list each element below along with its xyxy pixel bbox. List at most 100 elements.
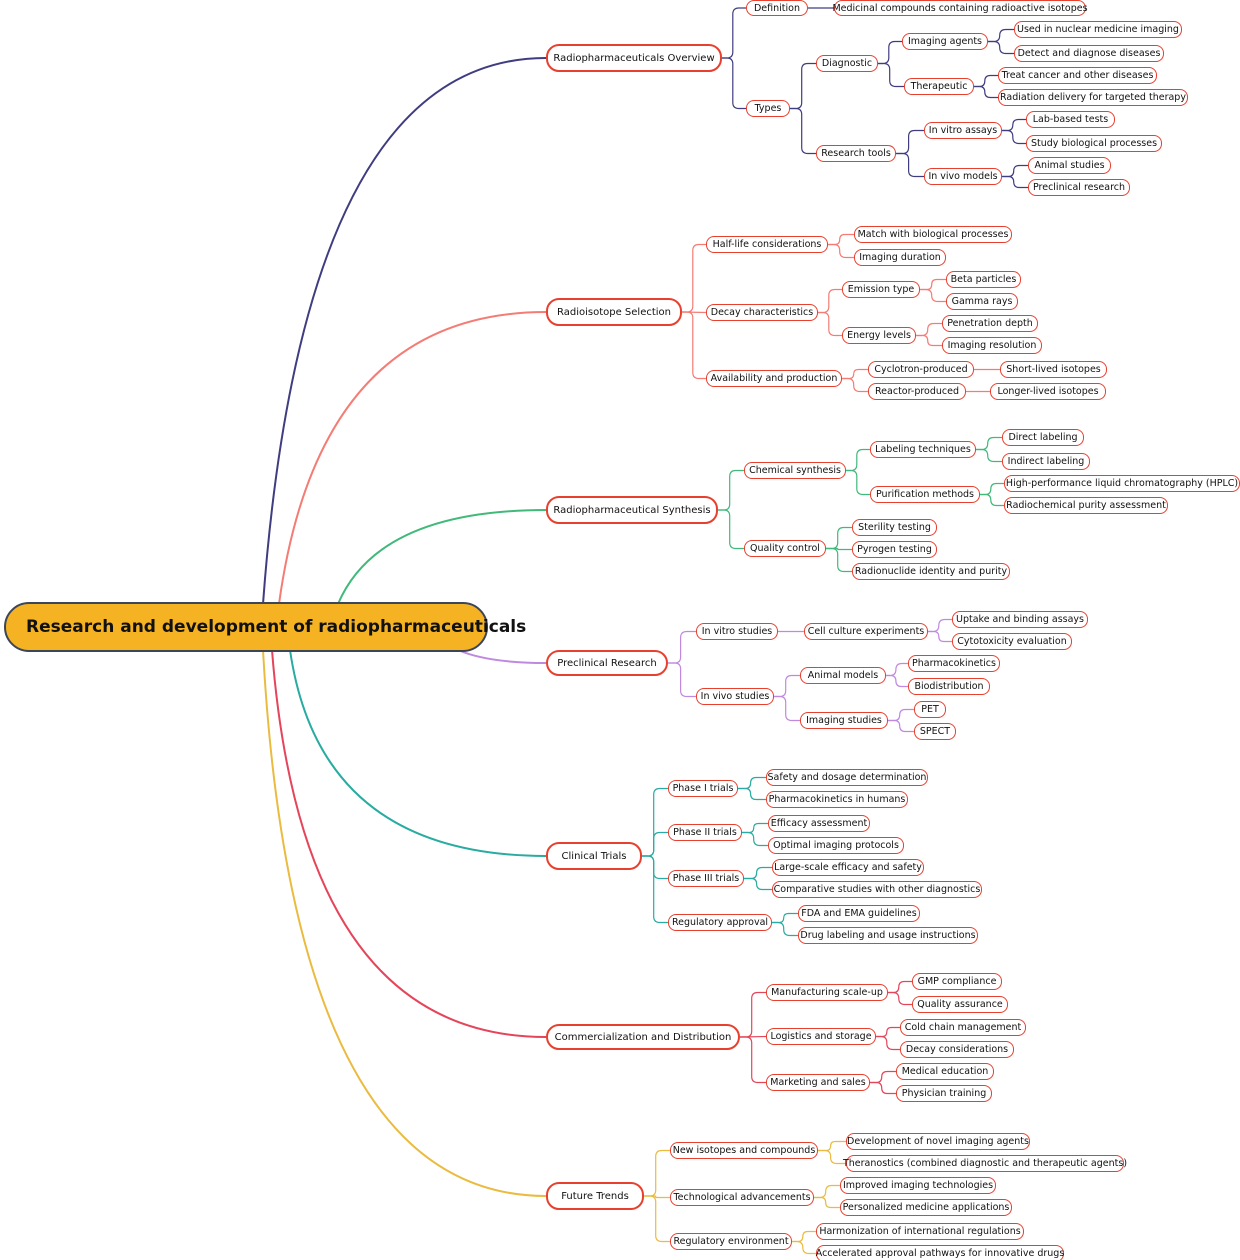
- node-drug-labeling-and-usage-instructions[interactable]: Drug labeling and usage instructions: [798, 927, 978, 944]
- node-radiochemical-purity-assessment[interactable]: Radiochemical purity assessment: [1004, 497, 1168, 514]
- node-radionuclide-identity-and-purity[interactable]: Radionuclide identity and purity: [852, 563, 1010, 580]
- node-manufacturing-scale-up[interactable]: Manufacturing scale-up: [766, 984, 888, 1001]
- node-high-performance-liquid-chromatography-hplc[interactable]: High-performance liquid chromatography (…: [1004, 475, 1240, 492]
- node-future-trends[interactable]: Future Trends: [546, 1182, 644, 1210]
- connector-regulatory-environment: [644, 1195, 670, 1243]
- node-research-tools[interactable]: Research tools: [816, 145, 896, 162]
- node-types[interactable]: Types: [746, 100, 790, 117]
- node-imaging-resolution[interactable]: Imaging resolution: [942, 337, 1042, 354]
- node-cell-culture-experiments[interactable]: Cell culture experiments: [804, 623, 928, 640]
- node-clinical-trials[interactable]: Clinical Trials: [546, 842, 642, 870]
- node-animal-models[interactable]: Animal models: [800, 667, 886, 684]
- node-lab-based-tests[interactable]: Lab-based tests: [1026, 111, 1115, 128]
- node-gamma-rays[interactable]: Gamma rays: [946, 293, 1018, 310]
- node-medicinal-compounds-containing-radioactive-isoto[interactable]: Medicinal compounds containing radioacti…: [832, 0, 1088, 16]
- node-imaging-agents[interactable]: Imaging agents: [902, 33, 988, 50]
- central-topic[interactable]: Research and development of radiopharmac…: [4, 602, 526, 652]
- node-study-biological-processes[interactable]: Study biological processes: [1026, 135, 1162, 152]
- connector-penetration-depth: [916, 322, 942, 337]
- node-pharmacokinetics[interactable]: Pharmacokinetics: [908, 655, 1000, 672]
- node-radiopharmaceutical-synthesis[interactable]: Radiopharmaceutical Synthesis: [546, 496, 718, 524]
- node-cold-chain-management[interactable]: Cold chain management: [900, 1019, 1026, 1036]
- node-personalized-medicine-applications[interactable]: Personalized medicine applications: [840, 1199, 1012, 1216]
- node-safety-and-dosage-determination[interactable]: Safety and dosage determination: [766, 769, 928, 786]
- node-optimal-imaging-protocols[interactable]: Optimal imaging protocols: [768, 837, 904, 854]
- node-detect-and-diagnose-diseases[interactable]: Detect and diagnose diseases: [1014, 45, 1164, 62]
- node-imaging-studies[interactable]: Imaging studies: [800, 712, 888, 729]
- node-therapeutic[interactable]: Therapeutic: [904, 78, 974, 95]
- node-theranostics-combined-diagnostic-and-therapeutic[interactable]: Theranostics (combined diagnostic and th…: [843, 1155, 1127, 1172]
- connector-emission-type: [818, 288, 842, 314]
- node-phase-iii-trials[interactable]: Phase III trials: [668, 870, 744, 887]
- node-half-life-considerations[interactable]: Half-life considerations: [706, 236, 828, 253]
- node-in-vivo-models[interactable]: In vivo models: [924, 168, 1002, 185]
- node-harmonization-of-international-regulations[interactable]: Harmonization of international regulatio…: [816, 1223, 1024, 1240]
- node-fda-and-ema-guidelines[interactable]: FDA and EMA guidelines: [798, 905, 920, 922]
- node-purification-methods[interactable]: Purification methods: [870, 486, 980, 503]
- node-radiopharmaceuticals-overview[interactable]: Radiopharmaceuticals Overview: [546, 44, 722, 72]
- node-sterility-testing[interactable]: Sterility testing: [852, 519, 937, 536]
- node-imaging-duration[interactable]: Imaging duration: [854, 249, 946, 266]
- node-biodistribution[interactable]: Biodistribution: [908, 678, 990, 695]
- node-in-vitro-assays[interactable]: In vitro assays: [924, 122, 1002, 139]
- node-beta-particles[interactable]: Beta particles: [946, 271, 1021, 288]
- node-comparative-studies-with-other-diagnostics[interactable]: Comparative studies with other diagnosti…: [772, 881, 982, 898]
- connector-beta-particles: [920, 278, 946, 291]
- node-penetration-depth[interactable]: Penetration depth: [942, 315, 1038, 332]
- node-large-scale-efficacy-and-safety[interactable]: Large-scale efficacy and safety: [772, 859, 924, 876]
- connector-radioisotope-selection: [278, 311, 547, 605]
- node-energy-levels[interactable]: Energy levels: [842, 327, 916, 344]
- connector-imaging-resolution: [916, 334, 942, 347]
- node-radiation-delivery-for-targeted-therapy[interactable]: Radiation delivery for targeted therapy: [998, 89, 1188, 106]
- node-improved-imaging-technologies[interactable]: Improved imaging technologies: [840, 1177, 996, 1194]
- node-preclinical-research[interactable]: Preclinical Research: [546, 650, 668, 676]
- node-chemical-synthesis[interactable]: Chemical synthesis: [744, 462, 846, 479]
- node-medical-education[interactable]: Medical education: [896, 1063, 994, 1080]
- node-match-with-biological-processes[interactable]: Match with biological processes: [854, 226, 1012, 243]
- node-direct-labeling[interactable]: Direct labeling: [1002, 429, 1084, 446]
- node-logistics-and-storage[interactable]: Logistics and storage: [766, 1028, 876, 1045]
- node-pet[interactable]: PET: [914, 701, 946, 718]
- node-technological-advancements[interactable]: Technological advancements: [670, 1189, 814, 1206]
- node-phase-ii-trials[interactable]: Phase II trials: [668, 824, 742, 841]
- node-availability-and-production[interactable]: Availability and production: [706, 370, 842, 387]
- node-efficacy-assessment[interactable]: Efficacy assessment: [768, 815, 870, 832]
- node-commercialization-and-distribution[interactable]: Commercialization and Distribution: [546, 1024, 740, 1050]
- connector-accelerated-approval-pathways-for-innovative-dru: [792, 1240, 816, 1255]
- node-pyrogen-testing[interactable]: Pyrogen testing: [852, 541, 937, 558]
- node-regulatory-environment[interactable]: Regulatory environment: [670, 1233, 792, 1250]
- node-new-isotopes-and-compounds[interactable]: New isotopes and compounds: [670, 1142, 818, 1159]
- node-regulatory-approval[interactable]: Regulatory approval: [668, 914, 772, 931]
- node-labeling-techniques[interactable]: Labeling techniques: [870, 441, 976, 458]
- node-reactor-produced[interactable]: Reactor-produced: [868, 383, 966, 400]
- node-decay-considerations[interactable]: Decay considerations: [900, 1041, 1014, 1058]
- node-development-of-novel-imaging-agents[interactable]: Development of novel imaging agents: [846, 1133, 1030, 1150]
- node-label: Pyrogen testing: [857, 544, 932, 555]
- node-emission-type[interactable]: Emission type: [842, 281, 920, 298]
- node-gmp-compliance[interactable]: GMP compliance: [912, 973, 1002, 990]
- node-definition[interactable]: Definition: [746, 0, 808, 16]
- node-spect[interactable]: SPECT: [914, 723, 956, 740]
- node-treat-cancer-and-other-diseases[interactable]: Treat cancer and other diseases: [998, 67, 1157, 84]
- node-cyclotron-produced[interactable]: Cyclotron-produced: [868, 361, 974, 378]
- node-physician-training[interactable]: Physician training: [896, 1085, 992, 1102]
- node-short-lived-isotopes[interactable]: Short-lived isotopes: [1000, 361, 1107, 378]
- node-pharmacokinetics-in-humans[interactable]: Pharmacokinetics in humans: [766, 791, 908, 808]
- node-uptake-and-binding-assays[interactable]: Uptake and binding assays: [952, 611, 1088, 628]
- node-accelerated-approval-pathways-for-innovative-dru[interactable]: Accelerated approval pathways for innova…: [816, 1245, 1064, 1260]
- node-in-vivo-studies[interactable]: In vivo studies: [696, 688, 774, 705]
- node-decay-characteristics[interactable]: Decay characteristics: [706, 304, 818, 321]
- node-phase-i-trials[interactable]: Phase I trials: [668, 780, 738, 797]
- node-cytotoxicity-evaluation[interactable]: Cytotoxicity evaluation: [952, 633, 1072, 650]
- node-preclinical-research[interactable]: Preclinical research: [1028, 179, 1130, 196]
- node-diagnostic[interactable]: Diagnostic: [816, 55, 878, 72]
- node-used-in-nuclear-medicine-imaging[interactable]: Used in nuclear medicine imaging: [1014, 21, 1182, 38]
- node-quality-assurance[interactable]: Quality assurance: [912, 996, 1008, 1013]
- node-indirect-labeling[interactable]: Indirect labeling: [1002, 453, 1090, 470]
- node-marketing-and-sales[interactable]: Marketing and sales: [766, 1074, 870, 1091]
- node-longer-lived-isotopes[interactable]: Longer-lived isotopes: [990, 383, 1106, 400]
- node-in-vitro-studies[interactable]: In vitro studies: [696, 623, 778, 640]
- node-animal-studies[interactable]: Animal studies: [1028, 157, 1111, 174]
- node-radioisotope-selection[interactable]: Radioisotope Selection: [546, 298, 682, 326]
- node-quality-control[interactable]: Quality control: [744, 540, 826, 557]
